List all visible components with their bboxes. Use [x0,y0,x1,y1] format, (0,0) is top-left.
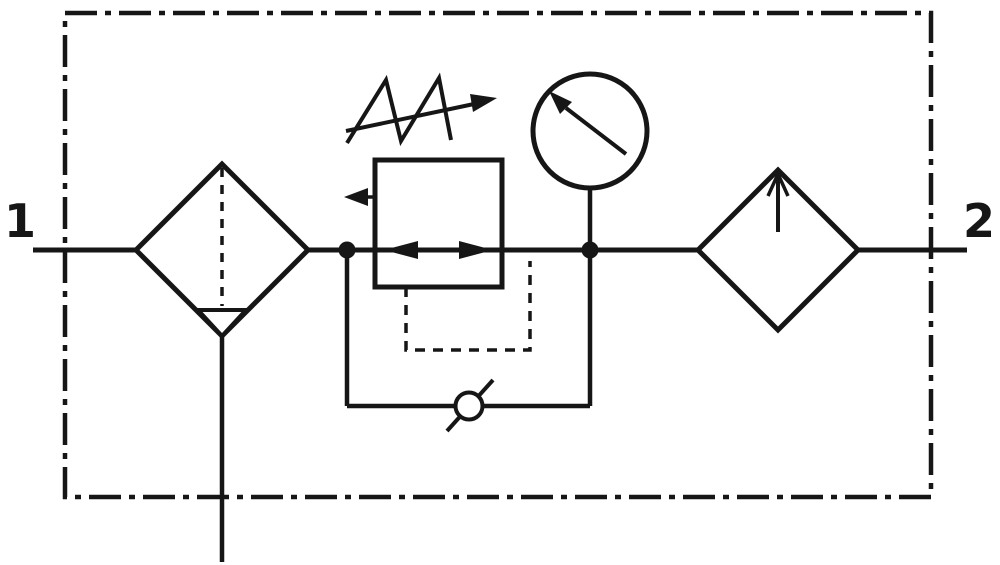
filter-water-separator [132,160,312,562]
port-2-label: 2 [963,194,995,248]
lubricator [694,166,862,334]
regulator-left-arrow [384,241,418,259]
junction-dot-right [581,241,599,259]
gauge-needle [564,106,628,156]
lubricator-arrow [766,169,790,197]
gauge-needle-arrow [549,91,572,114]
adjustment-spring [345,72,453,147]
gauge-dial [530,71,650,191]
pressure-gauge [530,71,650,250]
junction-dots [338,241,599,259]
adjustment-arrow [470,94,497,112]
check-valve-bypass [344,250,593,433]
vent-arrow [344,188,368,206]
regulator-body [372,157,505,290]
enclosure-boundary [62,10,934,500]
pressure-regulator-adjustable [344,72,505,290]
water-separator-triangle [193,308,251,339]
junction-dot-left [338,241,356,259]
regulator-right-arrow [459,241,493,259]
check-valve-ball [453,390,485,422]
pilot-feedback-line [404,261,532,352]
port-1-label: 1 [4,194,36,248]
